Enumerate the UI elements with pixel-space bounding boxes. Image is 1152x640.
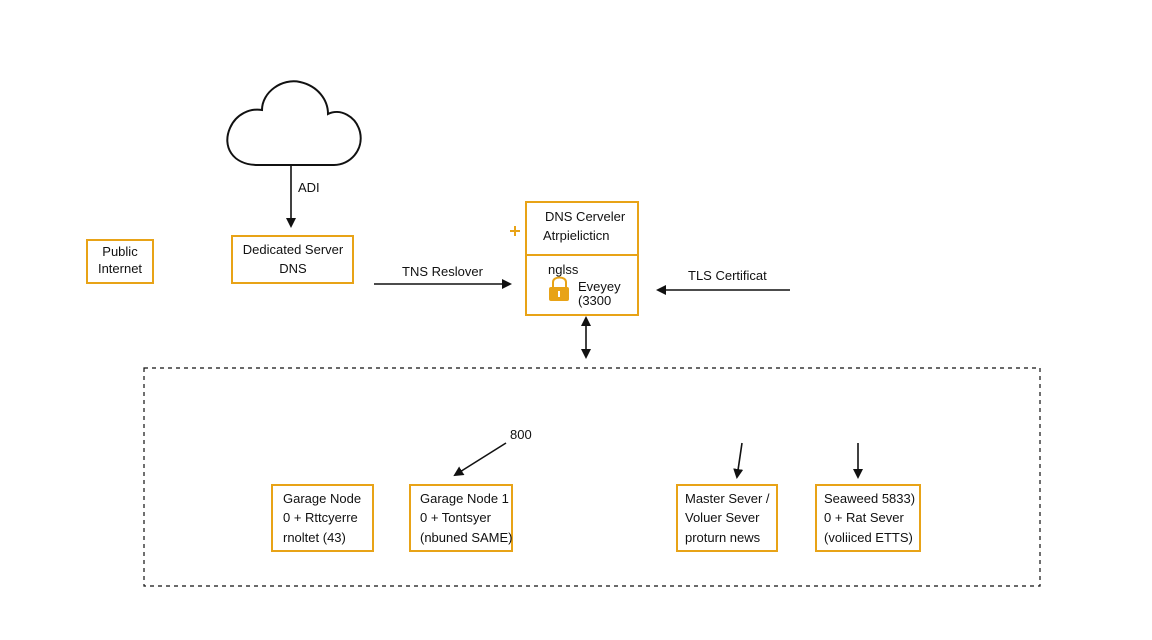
cloud-icon	[226, 80, 362, 166]
garage-node-a-line1: Garage Node	[283, 491, 361, 506]
public-internet-line2: Internet	[98, 261, 142, 276]
storage-cluster	[143, 367, 1041, 587]
dedicated-server-line2: DNS	[279, 261, 307, 276]
garage-node-b-line2: 0 + Tontsyer	[420, 510, 492, 525]
seaweed-node: Seaweed 5833) 0 + Rat Sever (voliiced ET…	[815, 484, 921, 552]
master-server-line3: proturn news	[685, 530, 761, 545]
edge-800	[453, 442, 507, 477]
garage-node-b-line1: Garage Node 1	[420, 491, 509, 506]
plus-icon	[510, 226, 520, 236]
master-server-line2: Voluer Sever	[685, 510, 760, 525]
edge-label-tls-certificate: TLS Certificat	[688, 268, 767, 283]
edge-label-adi: ADI	[298, 180, 320, 195]
master-server-line1: Master Sever /	[685, 491, 770, 506]
garage-node-a-line3: rnoltet (43)	[283, 530, 346, 545]
public-internet-line1: Public	[102, 244, 138, 259]
seaweed-line2: 0 + Rat Sever	[824, 510, 905, 525]
edge-to-master-server	[733, 442, 744, 479]
seaweed-line3: (voliiced ETTS)	[824, 530, 913, 545]
edge-label-800: 800	[510, 427, 532, 442]
edge-label-tns-resolver: TNS Reslover	[402, 264, 484, 279]
proxy-line2: Atrpielicticn	[543, 228, 609, 243]
seaweed-line1: Seaweed 5833)	[824, 491, 915, 506]
garage-node-a-line2: 0 + Rttcyerre	[283, 510, 358, 525]
garage-node-b: Garage Node 1 0 + Tontsyer (nbuned SAME)	[409, 484, 513, 552]
master-server-node: Master Sever / Voluer Sever proturn news	[676, 484, 778, 552]
proxy-line4: Eveyey	[578, 279, 621, 294]
proxy-line5: (3300	[578, 293, 611, 308]
proxy-line3: nglss	[548, 262, 579, 277]
garage-node-b-line3: (nbuned SAME)	[420, 530, 513, 545]
garage-node-a: Garage Node 0 + Rttcyerre rnoltet (43)	[271, 484, 374, 552]
dedicated-server-node: Dedicated Server DNS	[231, 235, 354, 284]
public-internet-node: Public Internet	[86, 239, 154, 284]
proxy-line1: DNS Cerveler	[545, 209, 626, 224]
lock-icon	[549, 276, 569, 301]
dedicated-server-line1: Dedicated Server	[243, 242, 344, 257]
proxy-node: DNS Cerveler Atrpielicticn nglss Eveyey …	[525, 201, 639, 316]
